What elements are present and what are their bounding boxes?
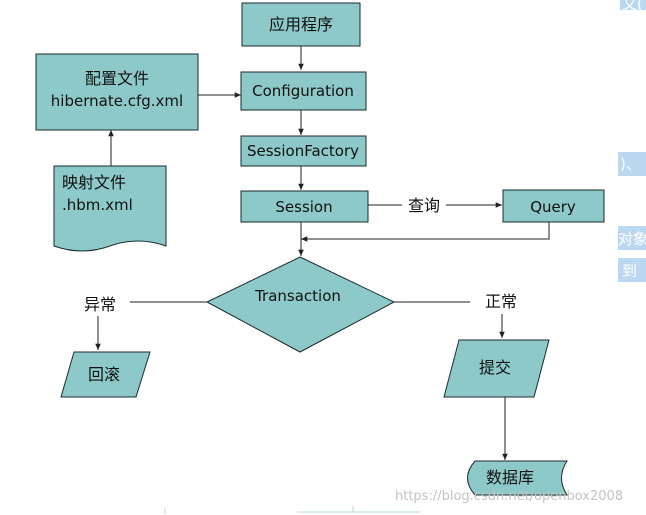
database-node: 数据库	[467, 460, 568, 496]
mapping-file-node: 映射文件 .hbm.xml	[53, 165, 167, 252]
svg-text:到: 到	[622, 262, 637, 280]
query-edge-label: 查询	[408, 196, 440, 215]
mapping-file-label: 映射文件	[62, 173, 126, 192]
mapping-file-name: .hbm.xml	[62, 196, 133, 214]
normal-label: 正常	[485, 292, 517, 311]
query-label: Query	[530, 198, 576, 216]
svg-text:对象: 对象	[618, 230, 646, 248]
query-node: Query	[502, 189, 605, 223]
transaction-label: Transaction	[254, 287, 341, 305]
watermark: https://blog.csdn.net/openbox2008	[395, 489, 623, 504]
app-label: 应用程序	[269, 15, 333, 34]
session-node: Session	[240, 190, 369, 223]
transaction-node: Transaction	[205, 256, 396, 353]
config-file-name: hibernate.cfg.xml	[51, 92, 183, 110]
configuration-node: Configuration	[240, 71, 367, 111]
app-node: 应用程序	[241, 2, 361, 47]
rollback-label: 回滚	[88, 365, 120, 384]
session-factory-label: SessionFactory	[247, 142, 359, 160]
session-factory-node: SessionFactory	[240, 135, 367, 167]
session-label: Session	[275, 198, 332, 216]
commit-node: 提交	[443, 339, 550, 398]
bottom-artifacts	[164, 506, 420, 514]
edges	[95, 46, 550, 460]
commit-label: 提交	[479, 358, 511, 377]
side-fragments: 又( )、 对象 到	[618, 0, 646, 282]
configuration-label: Configuration	[252, 82, 354, 100]
rollback-node: 回滚	[60, 351, 151, 398]
svg-text:)、: )、	[620, 155, 641, 173]
config-file-label: 配置文件	[85, 69, 149, 88]
config-file-node: 配置文件 hibernate.cfg.xml	[35, 53, 199, 131]
database-label: 数据库	[486, 468, 534, 487]
edge-query-back	[301, 222, 550, 242]
exception-label: 异常	[84, 295, 116, 314]
svg-text:又(: 又(	[622, 0, 643, 13]
